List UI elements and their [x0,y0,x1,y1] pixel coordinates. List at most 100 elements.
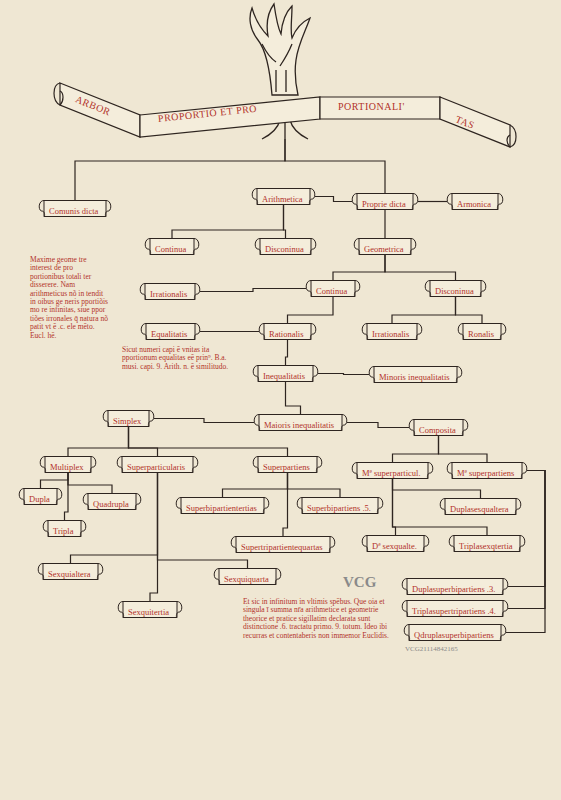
node-label: Multiplex [40,459,94,475]
scroll-node: Quadrupla [83,493,141,510]
banner-piece [140,97,320,137]
scroll-node: Dupla [19,488,62,505]
tree-branch [315,197,352,202]
tree-branch [384,210,385,238]
scroll-node: Supertripartientequartas [231,536,335,553]
scroll-node: Superbipartientertias [176,497,269,514]
scroll-node: Comunis dicta [39,200,111,217]
scroll-node: Multiplex [40,456,96,473]
title-banner: ARBORPROPORTIO ET PROPORTIONALI'TAS [60,75,510,139]
node-label: Rationalis [259,326,313,342]
node-label: Continua [145,241,196,257]
margin-note: Et sic in infinitum in vltimis spēbus. Q… [243,598,393,640]
node-label: Irrationalis [140,286,197,302]
scroll-node: Sexquiquarta [214,568,281,585]
scroll-node: Triplasupertripartiens .4. [402,600,508,617]
tree-branch [393,436,439,462]
node-label: Dupla [19,491,60,507]
tree-branch [65,473,69,520]
node-label: Mª superpartiens [447,465,524,481]
node-label: Qdruplasuperbipartiens [404,627,504,643]
scroll-node: Composita [409,419,468,436]
node-label: Armonica [447,196,501,212]
scroll-node: Irrationalis [362,323,422,340]
node-label: Comunis dicta [39,203,108,219]
tree-branch [288,473,341,497]
node-label: Superparticularis [117,459,195,475]
tree-branch [286,382,301,414]
scroll-node: Superpartiens [253,456,322,473]
scroll-node: Arithmetica [252,188,315,205]
tree-branch [200,331,259,332]
flame-trunk [250,4,310,95]
scroll-node: Triplasexqtertia [449,535,525,552]
scroll-node: Dª sexqualte. [362,535,429,552]
banner-curl [54,83,516,147]
node-label: Tripla [43,523,83,539]
scroll-node: Superbipartiens .5. [297,497,383,514]
scroll-node: Sexquialtera [38,563,103,580]
banner-shape [60,75,510,139]
tree-branch [71,473,158,563]
scroll-node: Rationalis [259,323,316,340]
tree-branch [333,255,385,280]
node-label: Superbipartientertias [176,500,267,516]
scroll-node: Duplasuperbipartiens .3. [402,578,508,595]
scroll-node: Proprie dicta [352,193,418,210]
scroll-node: Continua [145,238,199,255]
banner-piece [60,83,140,137]
scroll-node: Continua [306,280,360,297]
tree-branch [41,473,69,488]
tree-branch [129,427,158,456]
node-label: Sexquiquarta [214,571,279,587]
watermark: VCG [343,574,383,591]
node-label: Supertripartientequartas [231,539,333,555]
title-text: PORTIONALI' [338,101,405,112]
node-label: Composita [409,422,466,438]
tree-branch [286,340,288,365]
tree-branch [285,139,385,193]
scroll-node: Qdruplasuperbipartiens [404,624,506,641]
tree-branch [393,479,481,498]
node-label: Quadrupla [83,496,139,512]
scroll-node: Duplasesqualtera [440,498,521,515]
scroll-node: Mª superpartiens [447,462,527,479]
node-label: Inequalitatis [253,368,315,384]
node-label: Ronalis [458,326,504,342]
node-label: Maioris inequalitatis [254,417,344,433]
tree-branch [347,423,409,428]
tree-branch [200,289,306,292]
scroll-node: Tripla [43,520,86,537]
node-label: Irrationalis [362,326,419,342]
tree-branch [318,374,369,375]
scroll-node: Superparticularis [117,456,198,473]
tree-branch [150,473,158,601]
node-label: Equalitatis [141,326,197,342]
watermark: VCG21114842165 [405,646,525,654]
scroll-node: Sexquitertia [118,601,182,618]
tree-branch [418,201,447,202]
scroll-node: Ronalis [458,323,506,340]
scroll-node: Equalitatis [141,323,200,340]
node-label: Simplex [103,413,151,429]
scroll-node: Disconinua [255,238,316,255]
tree-branch [68,427,129,456]
scroll-node: Disconinua [425,280,486,297]
banner-piece [440,97,510,147]
scroll-node: Maioris inequalitatis [254,414,347,431]
tree-branch [284,205,286,238]
tree-branch [456,297,483,323]
tree-branch [172,205,284,238]
scroll-node: Geometrica [354,238,416,255]
node-label: Sexquitertia [118,604,179,620]
tree-branch [223,473,288,497]
node-label: Arithmetica [252,191,313,207]
flame-strokes [262,44,292,92]
node-label: Proprie dicta [352,196,416,212]
node-label: Superpartiens [253,459,320,475]
tree-branch [283,473,288,536]
tree-branch [154,419,254,423]
scroll-node: Irrationalis [140,283,200,300]
banner-piece [320,97,440,119]
node-label: Geometrica [354,241,414,257]
